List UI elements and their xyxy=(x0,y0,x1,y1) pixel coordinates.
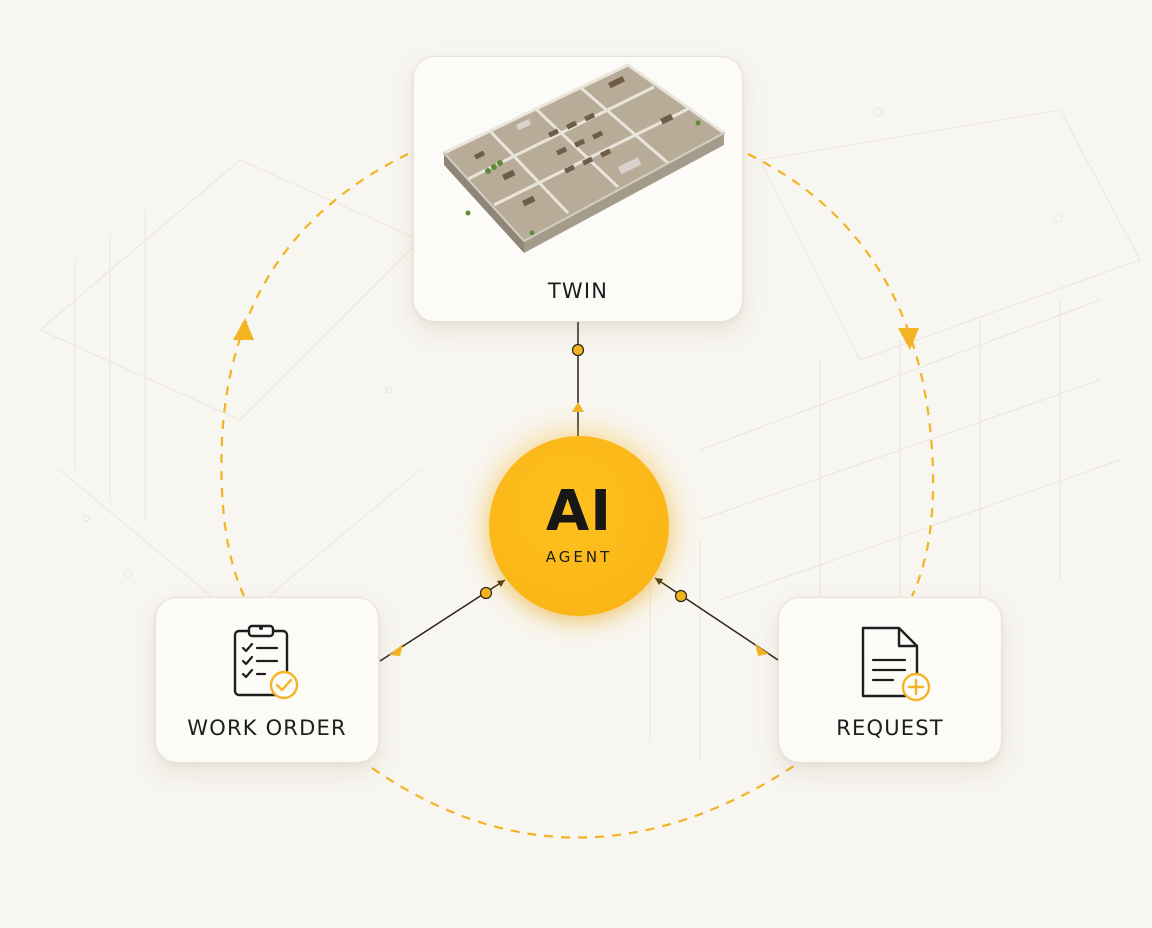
twin-label: TWIN xyxy=(547,279,609,303)
work-order-label: WORK ORDER xyxy=(187,716,347,740)
document-add-icon xyxy=(861,626,931,702)
cycle-arrow-right xyxy=(898,328,919,350)
agent-subtitle: AGENT xyxy=(545,548,613,566)
ai-agent-hub[interactable]: AI AGENT xyxy=(489,436,669,616)
request-card[interactable]: REQUEST xyxy=(778,597,1002,763)
connector-request xyxy=(654,577,779,661)
dashed-cycle xyxy=(220,153,935,839)
agent-title: AI xyxy=(545,479,613,544)
work-order-card[interactable]: WORK ORDER xyxy=(155,597,379,763)
office-floorplan-3d-image xyxy=(443,63,726,253)
twin-card[interactable]: TWIN xyxy=(413,56,743,322)
request-label: REQUEST xyxy=(836,716,944,740)
clipboard-checklist-icon xyxy=(233,624,299,700)
connector-twin xyxy=(571,322,585,436)
cycle-arrow-left xyxy=(233,318,254,340)
connector-work-order xyxy=(379,579,506,662)
